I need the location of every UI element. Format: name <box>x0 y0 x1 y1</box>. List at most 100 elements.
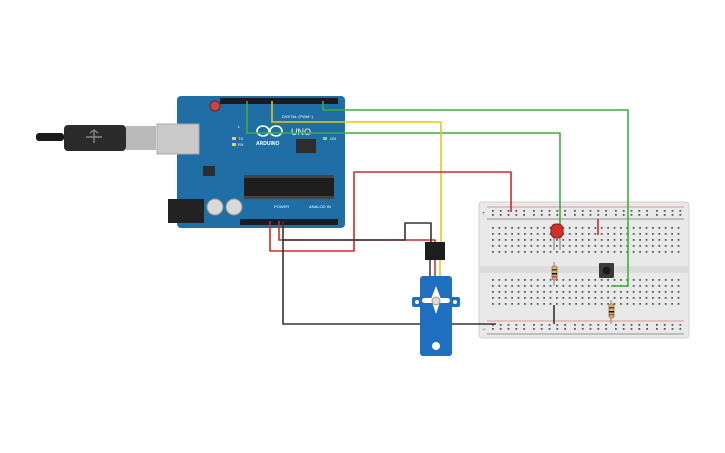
breadboard-hole[interactable] <box>632 251 635 253</box>
breadboard-hole[interactable] <box>504 279 507 281</box>
breadboard-hole[interactable] <box>679 210 682 212</box>
breadboard-hole[interactable] <box>663 328 666 330</box>
breadboard-hole[interactable] <box>646 214 648 216</box>
breadboard-hole[interactable] <box>645 285 648 287</box>
usb-cable[interactable] <box>36 125 156 151</box>
breadboard-hole[interactable] <box>671 214 674 216</box>
breadboard-hole[interactable] <box>499 324 502 326</box>
breadboard-hole[interactable] <box>656 324 658 326</box>
breadboard-hole[interactable] <box>613 239 616 241</box>
breadboard-hole[interactable] <box>524 251 526 253</box>
breadboard-hole[interactable] <box>556 297 558 299</box>
breadboard-hole[interactable] <box>588 279 590 281</box>
breadboard-hole[interactable] <box>556 214 559 216</box>
breadboard-hole[interactable] <box>613 303 616 305</box>
breadboard-hole[interactable] <box>543 233 545 235</box>
breadboard-hole[interactable] <box>622 214 625 216</box>
breadboard-hole[interactable] <box>543 303 545 305</box>
breadboard-hole[interactable] <box>517 279 520 281</box>
breadboard-hole[interactable] <box>597 324 600 326</box>
breadboard-hole[interactable] <box>588 285 590 287</box>
breadboard-hole[interactable] <box>498 233 501 235</box>
breadboard-hole[interactable] <box>622 210 625 212</box>
breadboard-hole[interactable] <box>568 279 571 281</box>
breadboard-hole[interactable] <box>575 297 577 299</box>
breadboard-hole[interactable] <box>658 285 661 287</box>
breadboard-hole[interactable] <box>536 251 539 253</box>
breadboard-hole[interactable] <box>600 291 603 293</box>
breadboard-hole[interactable] <box>504 233 507 235</box>
breadboard-hole[interactable] <box>594 297 597 299</box>
breadboard-hole[interactable] <box>639 285 641 287</box>
breadboard-hole[interactable] <box>575 251 577 253</box>
breadboard-hole[interactable] <box>540 324 543 326</box>
breadboard-hole[interactable] <box>607 285 609 287</box>
micro-servo[interactable] <box>412 242 460 356</box>
breadboard-hole[interactable] <box>630 210 633 212</box>
breadboard-hole[interactable] <box>679 214 682 216</box>
breadboard-hole[interactable] <box>492 297 494 299</box>
breadboard-hole[interactable] <box>581 297 584 299</box>
breadboard-hole[interactable] <box>615 328 617 330</box>
breadboard-hole[interactable] <box>549 251 552 253</box>
breadboard-hole[interactable] <box>664 239 667 241</box>
breadboard-hole[interactable] <box>523 328 525 330</box>
breadboard-hole[interactable] <box>679 324 682 326</box>
breadboard-hole[interactable] <box>504 245 507 247</box>
breadboard-hole[interactable] <box>639 239 641 241</box>
breadboard-hole[interactable] <box>639 297 641 299</box>
breadboard-hole[interactable] <box>504 227 507 229</box>
breadboard-hole[interactable] <box>507 210 510 212</box>
breadboard-hole[interactable] <box>664 233 667 235</box>
breadboard-hole[interactable] <box>594 245 597 247</box>
breadboard-hole[interactable] <box>530 291 533 293</box>
breadboard-hole[interactable] <box>597 328 600 330</box>
breadboard-hole[interactable] <box>533 210 535 212</box>
breadboard-hole[interactable] <box>564 210 566 212</box>
breadboard-hole[interactable] <box>652 239 654 241</box>
breadboard-hole[interactable] <box>613 251 616 253</box>
breadboard-hole[interactable] <box>498 251 501 253</box>
breadboard-hole[interactable] <box>515 214 518 216</box>
breadboard-hole[interactable] <box>605 324 607 326</box>
breadboard-hole[interactable] <box>498 291 501 293</box>
breadboard-hole[interactable] <box>492 239 494 241</box>
breadboard-hole[interactable] <box>530 227 533 229</box>
breadboard-hole[interactable] <box>645 233 648 235</box>
breadboard-hole[interactable] <box>652 303 654 305</box>
breadboard-hole[interactable] <box>540 214 543 216</box>
breadboard-hole[interactable] <box>568 297 571 299</box>
breadboard-hole[interactable] <box>638 210 641 212</box>
breadboard-hole[interactable] <box>658 227 661 229</box>
breadboard-hole[interactable] <box>517 297 520 299</box>
breadboard-hole[interactable] <box>499 328 502 330</box>
breadboard-hole[interactable] <box>515 210 518 212</box>
breadboard-hole[interactable] <box>646 210 648 212</box>
breadboard-hole[interactable] <box>615 324 617 326</box>
breadboard-hole[interactable] <box>639 251 641 253</box>
breadboard-hole[interactable] <box>663 214 666 216</box>
breadboard-hole[interactable] <box>607 245 609 247</box>
breadboard-hole[interactable] <box>581 285 584 287</box>
breadboard-hole[interactable] <box>523 324 525 326</box>
breadboard-hole[interactable] <box>581 279 584 281</box>
breadboard-hole[interactable] <box>499 214 502 216</box>
breadboard-hole[interactable] <box>575 303 577 305</box>
breadboard-hole[interactable] <box>498 303 501 305</box>
breadboard-hole[interactable] <box>646 324 648 326</box>
breadboard-hole[interactable] <box>652 279 654 281</box>
breadboard-hole[interactable] <box>607 239 609 241</box>
breadboard-hole[interactable] <box>613 245 616 247</box>
breadboard-hole[interactable] <box>549 297 552 299</box>
breadboard-hole[interactable] <box>524 303 526 305</box>
breadboard-hole[interactable] <box>492 251 494 253</box>
breadboard-hole[interactable] <box>507 328 510 330</box>
breadboard-hole[interactable] <box>620 303 622 305</box>
breadboard-hole[interactable] <box>671 324 674 326</box>
breadboard-hole[interactable] <box>498 239 501 241</box>
breadboard-hole[interactable] <box>568 291 571 293</box>
breadboard-hole[interactable] <box>664 227 667 229</box>
breadboard-hole[interactable] <box>632 239 635 241</box>
breadboard-hole[interactable] <box>645 291 648 293</box>
breadboard-hole[interactable] <box>638 328 641 330</box>
